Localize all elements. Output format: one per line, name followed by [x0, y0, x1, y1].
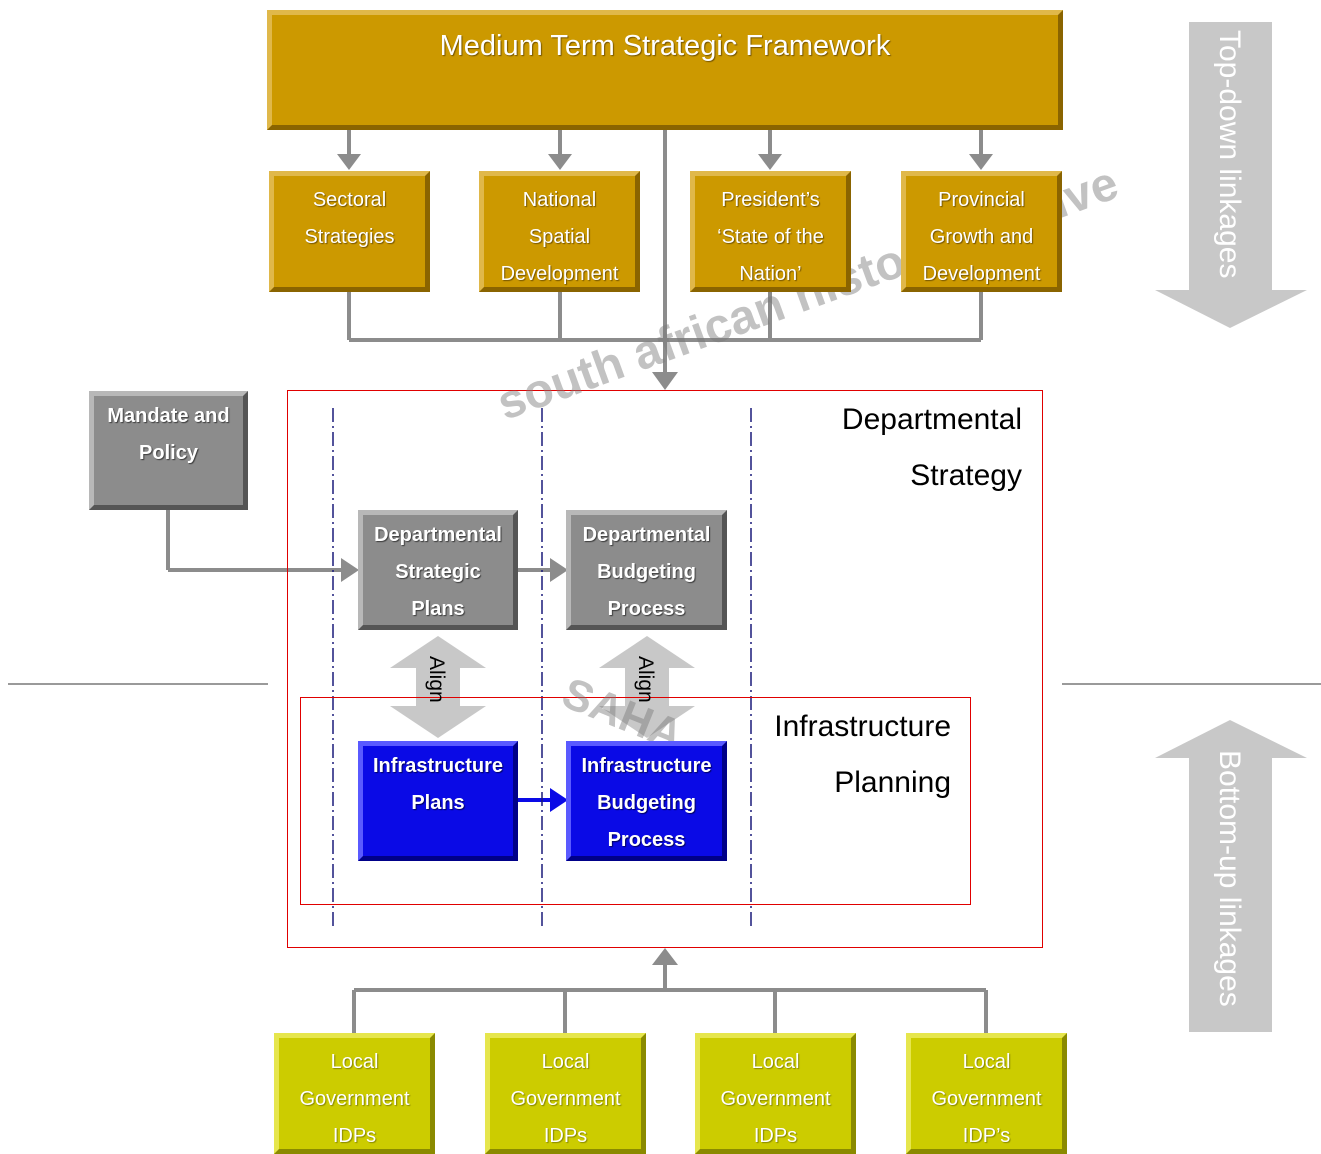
box-line: ‘State of the	[717, 226, 824, 248]
box-line: Strategic	[395, 561, 481, 583]
box-line: Development	[922, 263, 1041, 285]
departmental-strategy-label: Departmental Strategy	[780, 392, 1022, 504]
medium-term-strategic-framework-box: Medium Term Strategic Framework	[267, 10, 1063, 130]
box-line: Infrastructure	[581, 755, 712, 777]
label-line: Departmental	[841, 403, 1022, 436]
box-line: Provincial	[938, 189, 1025, 211]
box-line: Departmental	[374, 524, 502, 546]
box-line: Process	[607, 829, 686, 851]
local-government-idps-box-4: Local Government IDP’s	[906, 1033, 1067, 1154]
box-line: IDPs	[332, 1125, 377, 1147]
box-line: Process	[607, 598, 686, 620]
align-label-right: Align	[634, 656, 657, 703]
sectoral-strategies-box: Sectoral Strategies	[269, 171, 430, 292]
departmental-budgeting-process-box: Departmental Budgeting Process	[566, 510, 727, 630]
top-down-linkages-label: Top-down linkages	[1213, 30, 1246, 279]
box-line: Government	[931, 1088, 1042, 1110]
box-line: IDP’s	[962, 1125, 1011, 1147]
align-label-left: Align	[425, 656, 448, 703]
bottom-up-linkages-label: Bottom-up linkages	[1213, 750, 1246, 1007]
box-line: Policy	[139, 442, 198, 464]
box-line: National	[522, 189, 597, 211]
box-line: IDPs	[753, 1125, 798, 1147]
box-line: Plans	[411, 598, 465, 620]
box-line: Government	[299, 1088, 410, 1110]
box-line: Development	[500, 263, 619, 285]
box-line: Infrastructure	[372, 755, 504, 777]
local-government-idps-box-3: Local Government IDPs	[695, 1033, 856, 1154]
box-line: Sectoral	[312, 189, 387, 211]
departmental-strategic-plans-box: Departmental Strategic Plans	[358, 510, 518, 630]
box-line: Strategies	[304, 226, 395, 248]
box-line: Mandate and	[107, 405, 230, 427]
box-line: President’s	[721, 189, 820, 211]
national-spatial-development-box: National Spatial Development	[479, 171, 640, 292]
box-line: Local	[962, 1051, 1011, 1073]
label-line: Planning	[834, 766, 951, 799]
box-line: Government	[720, 1088, 831, 1110]
box-line: Nation’	[739, 263, 802, 285]
mandate-and-policy-box: Mandate and Policy	[89, 391, 248, 510]
local-government-idps-box-2: Local Government IDPs	[485, 1033, 646, 1154]
infrastructure-plans-box: Infrastructure Plans	[358, 741, 518, 861]
box-line: Government	[510, 1088, 621, 1110]
label-line: Strategy	[910, 459, 1022, 492]
departmental-strategy-frame	[287, 390, 1043, 948]
box-line: Plans	[411, 792, 465, 814]
box-line: Departmental	[582, 524, 711, 546]
infrastructure-planning-frame	[300, 697, 971, 905]
box-line: IDPs	[543, 1125, 588, 1147]
box-line: Local	[541, 1051, 590, 1073]
local-government-idps-box-1: Local Government IDPs	[274, 1033, 435, 1154]
box-line: Growth and	[929, 226, 1034, 248]
label-line: Infrastructure	[774, 710, 951, 743]
box-line: Local	[330, 1051, 379, 1073]
box-line: Budgeting	[597, 561, 696, 583]
framework-title: Medium Term Strategic Framework	[439, 30, 891, 62]
infrastructure-planning-label: Infrastructure Planning	[740, 699, 951, 811]
box-line: Budgeting	[597, 792, 696, 814]
infrastructure-budgeting-process-box: Infrastructure Budgeting Process	[566, 741, 727, 861]
provincial-growth-development-box: Provincial Growth and Development	[901, 171, 1062, 292]
box-line: Local	[751, 1051, 800, 1073]
state-of-the-nation-box: President’s ‘State of the Nation’	[690, 171, 851, 292]
box-line: Spatial	[528, 226, 591, 248]
